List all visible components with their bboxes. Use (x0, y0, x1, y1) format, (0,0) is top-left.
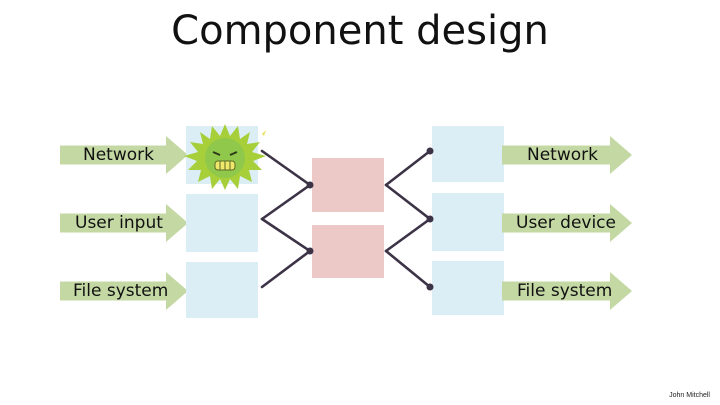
slide-title: Component design (171, 8, 549, 54)
input-arrow-user-input: User input (60, 204, 188, 242)
output-arrow-file-system: File system (502, 272, 632, 310)
footer-author: John Mitchell (669, 392, 710, 399)
center-box-2 (312, 225, 384, 278)
output-label-user-device: User device (516, 213, 616, 233)
input-label-network: Network (83, 145, 154, 165)
output-label-file-system: File system (517, 281, 613, 301)
output-box-2 (432, 193, 504, 251)
connector-right-bottom (384, 249, 432, 289)
output-box-3 (432, 261, 504, 315)
input-arrow-file-system: File system (60, 272, 188, 310)
center-box-1 (312, 158, 384, 212)
output-arrow-user-device: User device (502, 204, 632, 242)
connector-left-bottom (260, 217, 313, 289)
output-box-1 (432, 126, 504, 182)
input-box-3 (186, 262, 258, 318)
connector-right-top (384, 149, 432, 187)
input-box-2 (186, 194, 258, 252)
output-arrow-network: Network (502, 136, 632, 174)
input-arrow-network: Network (60, 136, 188, 174)
connector-left-top (260, 149, 313, 221)
input-label-file-system: File system (73, 281, 169, 301)
input-label-user-input: User input (75, 213, 163, 233)
connector-right-mid (384, 183, 433, 253)
output-label-network: Network (527, 145, 598, 165)
virus-icon (184, 124, 266, 190)
